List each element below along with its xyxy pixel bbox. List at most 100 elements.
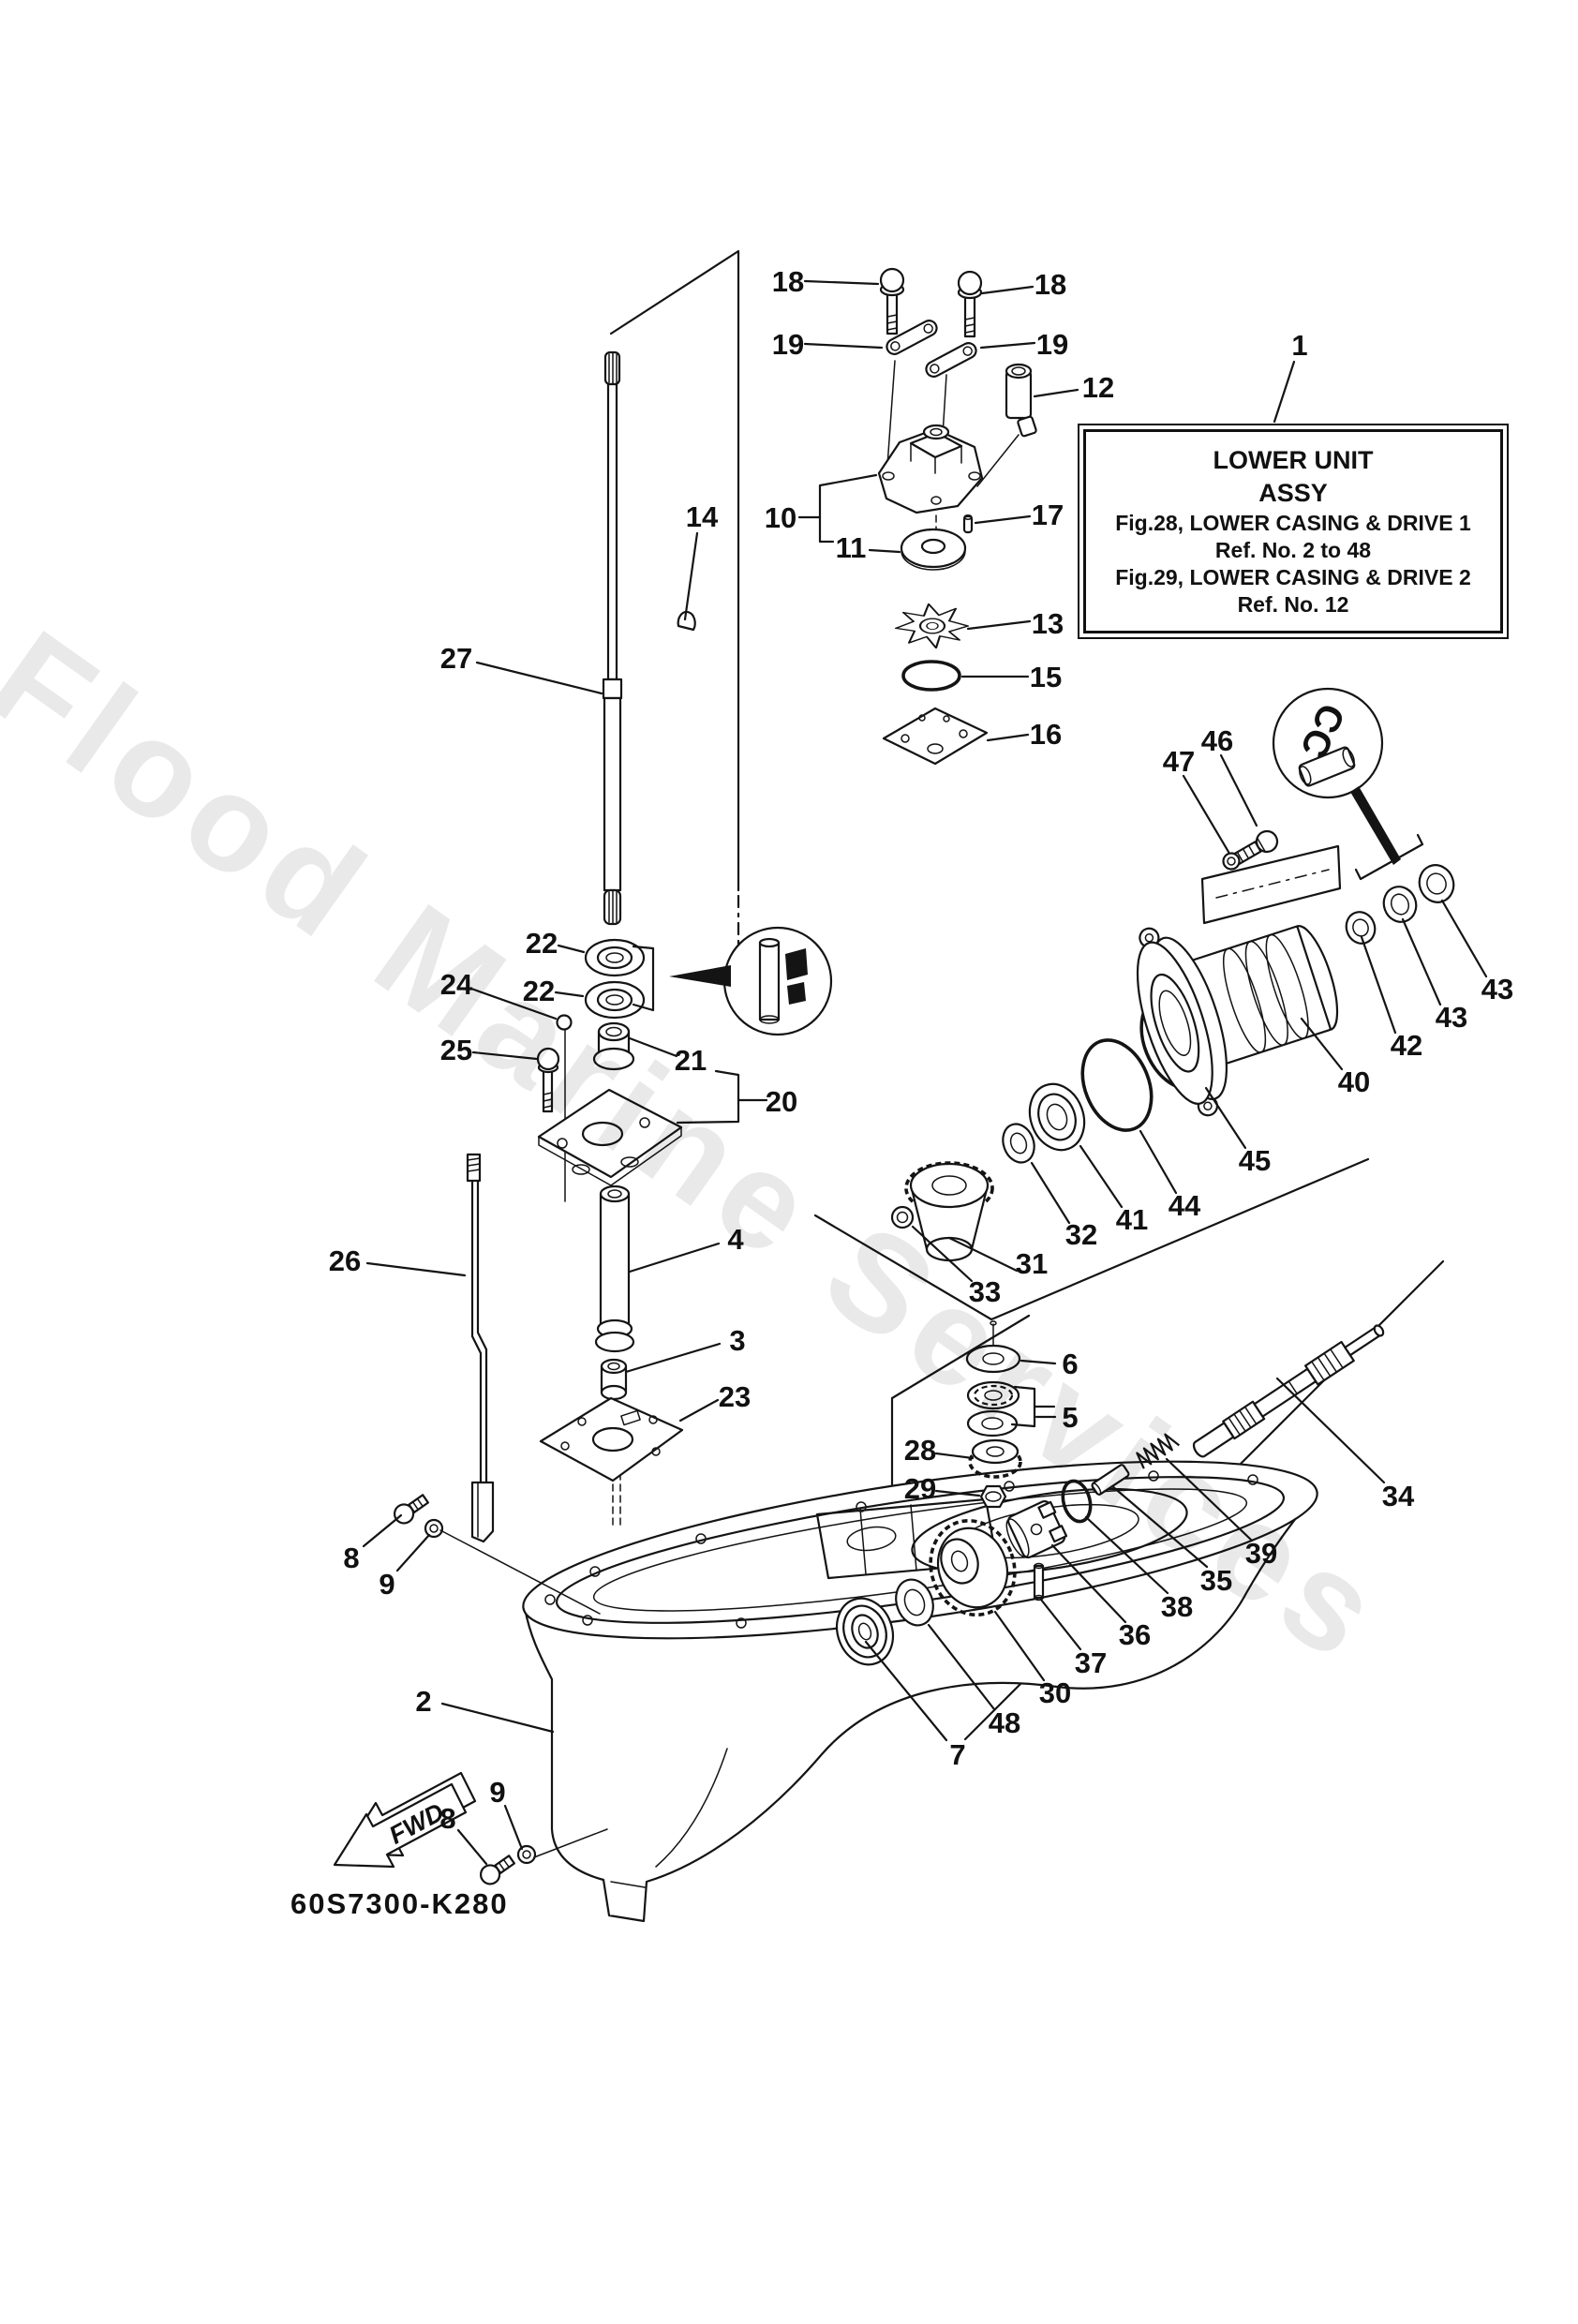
bushing-21 [592,1021,635,1071]
fitting-12 [1005,363,1037,438]
leader-line-8 [456,1828,488,1866]
note-fig-28: Fig.28, LOWER CASING & DRIVE 1 [1115,511,1471,535]
leader-line-12 [1033,388,1079,398]
note-fig-29: Fig.29, LOWER CASING & DRIVE 2 [1115,565,1471,589]
part-label-3: 3 [729,1324,745,1357]
leader-line-33 [911,1225,974,1283]
part-label-43: 43 [1436,1001,1467,1034]
leader-line-40 [1300,1017,1344,1071]
water-pump-group [877,267,1037,766]
part-label-32: 32 [1065,1218,1097,1251]
impeller-plate [900,528,967,571]
leader-line-31 [947,1236,1019,1273]
part-label-7: 7 [949,1738,965,1771]
leader-line-46 [1219,753,1258,827]
pump-gasket-oring [901,660,961,692]
part-label-41: 41 [1116,1203,1148,1236]
oring-24 [556,1014,573,1031]
casing-bore [911,1487,1188,1575]
part-label-18: 18 [772,265,804,298]
part-label-18: 18 [1035,268,1066,301]
casing-bolts [393,1494,608,1885]
leader-line-4 [628,1242,721,1274]
washer-9 [424,1518,444,1539]
leader-line-24 [469,987,558,1020]
leader-line-44 [1139,1129,1178,1195]
leader-line-23 [678,1398,720,1423]
part-label-14: 14 [686,500,719,533]
anode-plate [925,342,977,378]
part-label-11: 11 [836,531,867,564]
pinion-gear [904,1161,994,1262]
washer-47 [1222,852,1241,871]
oring-38 [1061,1479,1093,1524]
prop-shaft-group [835,1324,1385,1666]
leader-line-47 [1182,774,1230,854]
oil-seal-43 [1382,886,1418,923]
assembly-note-inner: LOWER UNIT ASSY Fig.28, LOWER CASING & D… [1083,429,1503,633]
leader-line-45 [1204,1086,1247,1150]
bearing-housing-plate [537,1088,683,1186]
part-label-44: 44 [1169,1189,1201,1222]
leader-line-37 [1039,1598,1082,1651]
part-label-27: 27 [440,642,472,675]
leader-line-32 [1030,1161,1071,1225]
oring-44 [1080,1038,1154,1132]
leader-line-48 [927,1623,996,1711]
detail-pointer-arrow [669,965,731,987]
part-label-19: 19 [1036,328,1068,361]
leader-line-6 [1020,1359,1057,1365]
bearing-7 [835,1597,895,1666]
leader-line-41 [1079,1144,1124,1209]
leader-line-17 [974,514,1032,525]
part-label-15: 15 [1030,661,1062,693]
leader-line-16 [986,733,1030,742]
leader-line-9 [395,1533,431,1572]
washer-9 [516,1844,537,1865]
leader-line-14 [683,531,699,621]
leader-line-3 [624,1342,722,1374]
woodruff-key [677,610,696,632]
leader-line-34 [1275,1377,1386,1484]
bearing-housing-40 [1136,833,1455,1117]
part-label-47: 47 [1163,745,1195,778]
leader-line-9 [503,1804,524,1851]
part-label-34: 34 [1382,1480,1415,1512]
leader-line-27 [475,661,603,695]
part-label-9: 9 [489,1776,505,1809]
forward-gear-30 [929,1518,1017,1617]
leader-line-21 [628,1036,678,1058]
part-label-23: 23 [719,1380,751,1413]
note-ref-29: Ref. No. 12 [1237,592,1349,617]
leader-line-38 [1084,1515,1169,1595]
part-label-4: 4 [727,1223,744,1256]
note-title-2: ASSY [1258,479,1328,507]
forward-gear-train [965,1320,1056,1509]
sleeve-group [539,1184,684,1482]
part-label-42: 42 [1391,1029,1422,1062]
washer-6 [965,1344,1021,1374]
note-ref-28: Ref. No. 2 to 48 [1214,538,1372,562]
leader-line-2 [440,1702,555,1734]
detail-circle-key [669,926,833,1036]
part-label-22: 22 [526,927,558,960]
part-label-48: 48 [989,1706,1020,1739]
nut-29 [979,1484,1007,1509]
pin-37 [1033,1562,1045,1601]
part-label-25: 25 [440,1034,472,1066]
leader-line-28 [934,1452,975,1460]
dog-clutch-36 [1005,1499,1068,1559]
part-label-33: 33 [969,1275,1001,1308]
leader-line-18 [980,285,1035,295]
pump-housing [877,424,984,529]
part-label-1: 1 [1291,329,1307,362]
part-label-19: 19 [772,328,804,361]
part-label-37: 37 [1075,1646,1107,1679]
pin-35 [1091,1464,1130,1496]
leader-line-25 [471,1050,539,1061]
gasket-23 [539,1396,684,1482]
part-label-12: 12 [1082,371,1114,404]
part-label-22: 22 [523,975,555,1007]
